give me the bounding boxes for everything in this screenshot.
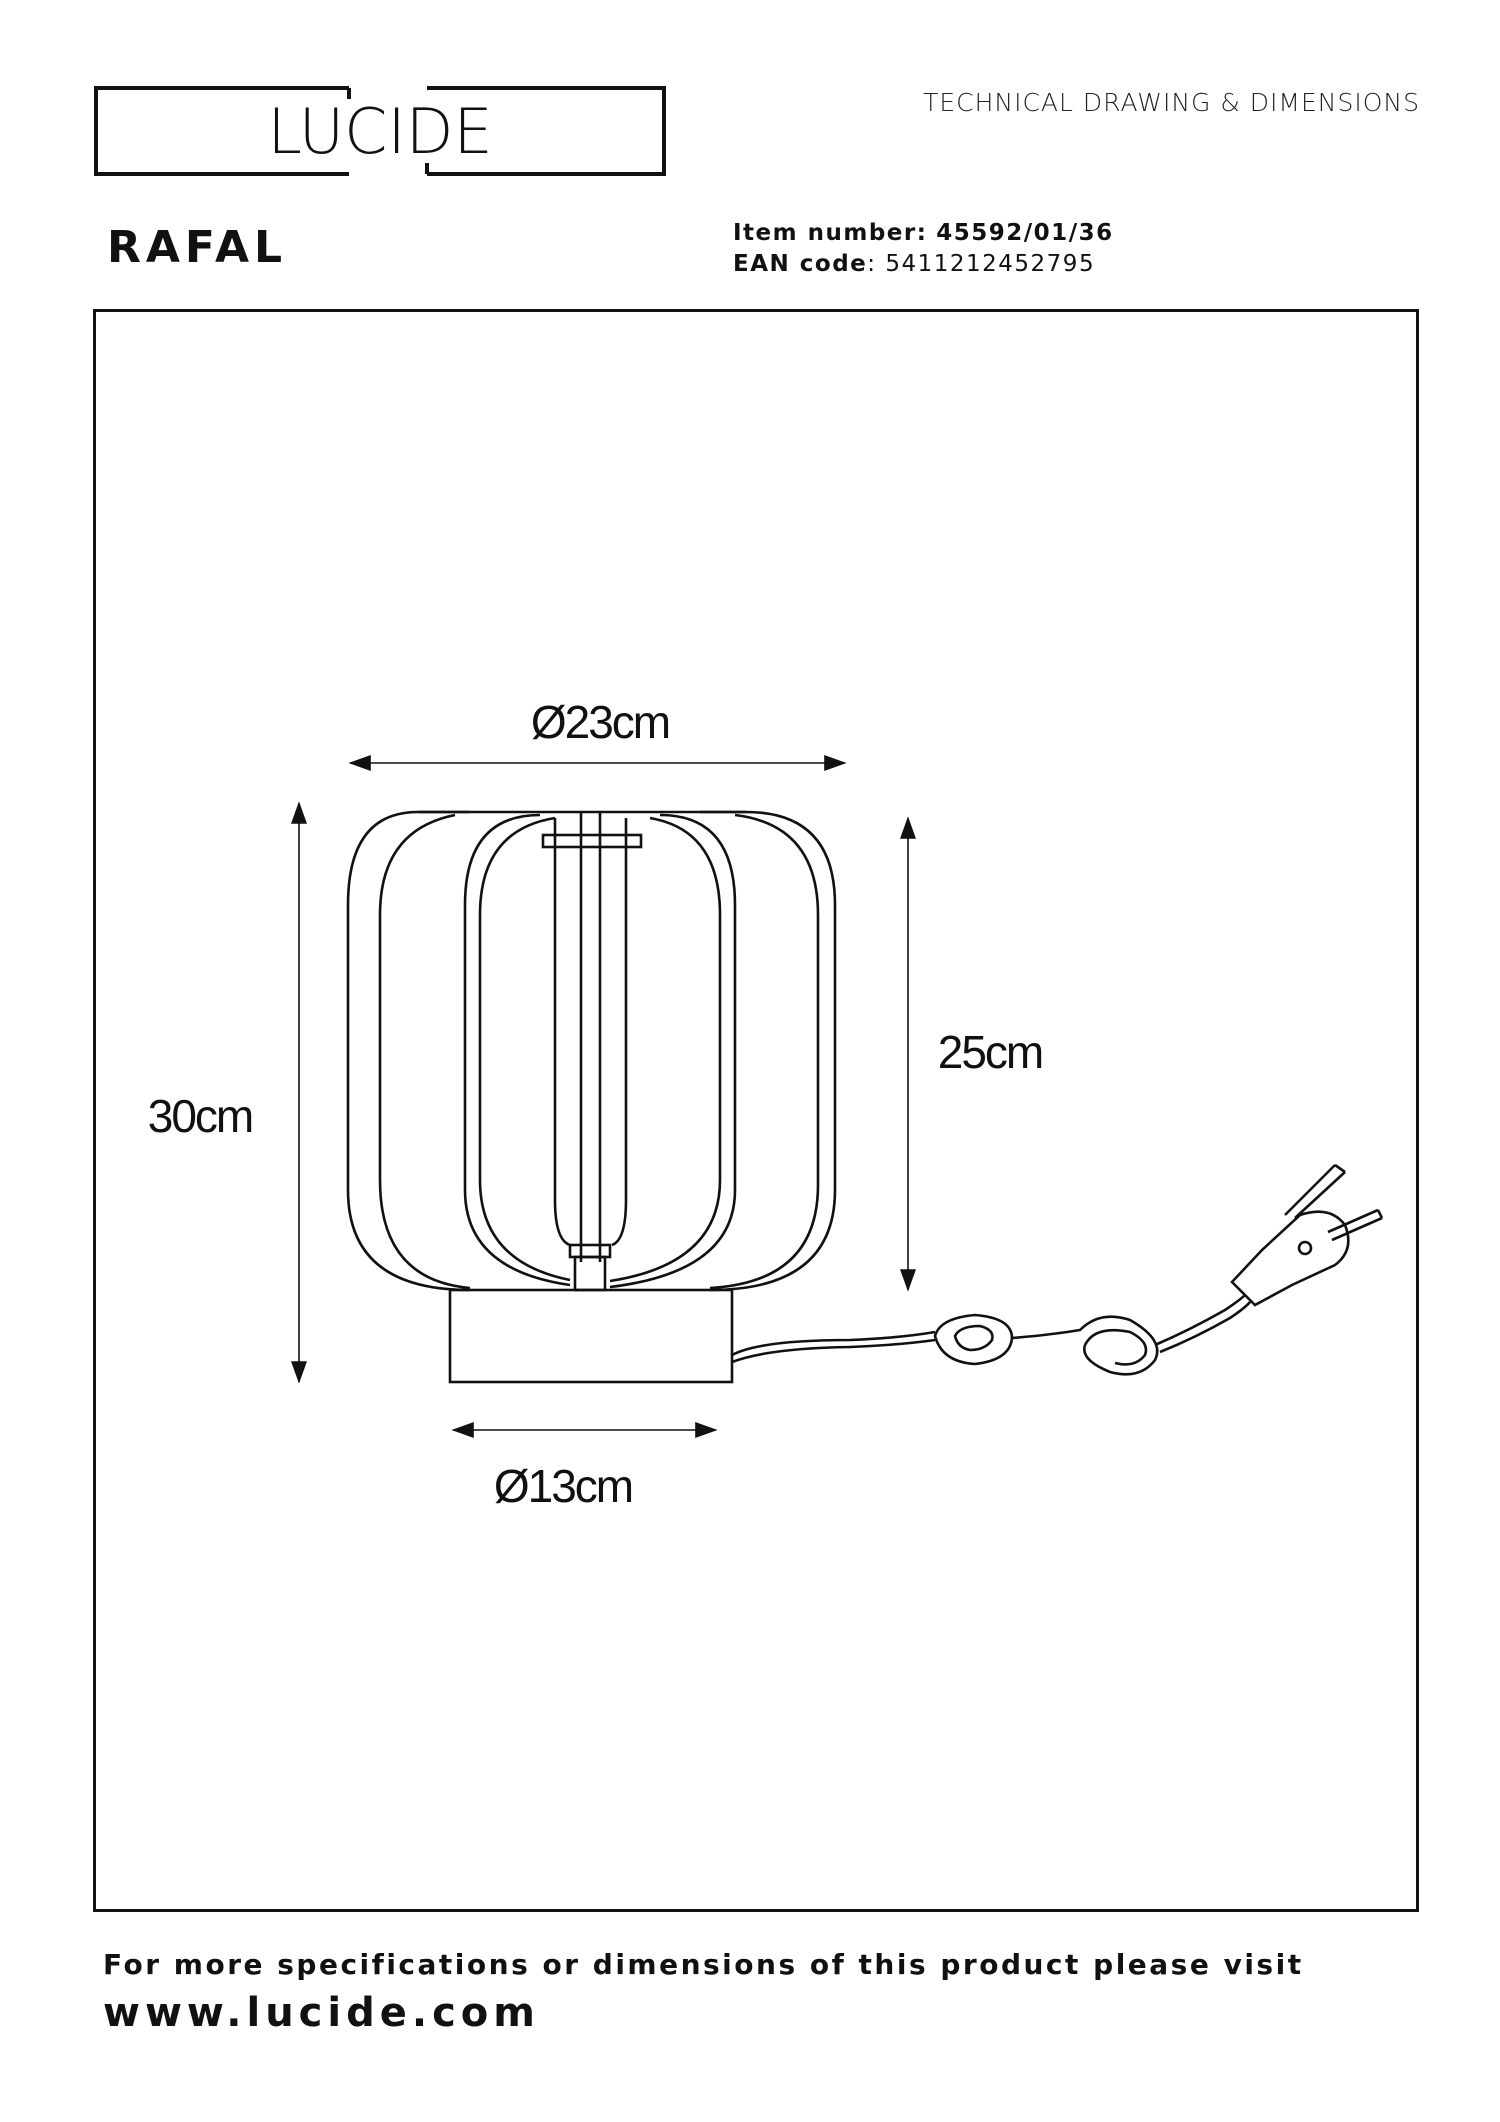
- ean-code-label: EAN code: [733, 251, 868, 277]
- shade-rib-outer-left: [346, 810, 471, 1292]
- ean-separator: :: [867, 251, 877, 277]
- shade-rib-left-3: [478, 816, 571, 1282]
- product-name: RAFAL: [107, 222, 288, 273]
- shade-rib-left-1: [378, 813, 471, 1290]
- lamp-base: [448, 1288, 734, 1384]
- shade-rib-left-2: [463, 813, 571, 1287]
- logo-frame: [94, 86, 666, 176]
- dim-total-height: 30cm: [148, 1090, 252, 1142]
- shade-rib-right-3: [709, 813, 820, 1290]
- item-number-label: Item number:: [733, 220, 928, 246]
- lamp-outline: [346, 810, 1384, 1384]
- shade-rib-right-1: [609, 813, 737, 1289]
- document-type-label: TECHNICAL DRAWING & DIMENSIONS: [923, 88, 1420, 117]
- dim-shade-diameter: Ø23cm: [531, 696, 669, 748]
- item-number-value: 45592/01/36: [936, 220, 1114, 246]
- dim-shade-height: 25cm: [938, 1026, 1042, 1078]
- top-bracket: [541, 833, 643, 849]
- dimension-lines: [291, 755, 916, 1438]
- ean-code-value: 5411212452795: [885, 251, 1096, 277]
- bottom-connector-top: [568, 1243, 612, 1259]
- dim-base-diameter: Ø13cm: [494, 1460, 632, 1512]
- footer-website-link[interactable]: www.lucide.com: [103, 1990, 540, 2036]
- plug-pin-1: [1284, 1164, 1336, 1216]
- shade-rib-right-2: [609, 816, 722, 1283]
- plug-pin-2: [1327, 1208, 1379, 1234]
- power-cable: [731, 1330, 936, 1357]
- ean-code-line: EAN code: 5411212452795: [733, 251, 1095, 277]
- drawing-frame: [93, 309, 1419, 1912]
- power-plug: [1230, 1210, 1350, 1307]
- shade-rib-outer-right: [709, 810, 837, 1292]
- item-number-line: Item number: 45592/01/36: [733, 220, 1114, 246]
- cable-switch: [933, 1313, 1014, 1366]
- cable-coil: [1011, 1315, 1159, 1376]
- footer-info-text: For more specifications or dimensions of…: [103, 1948, 1304, 1981]
